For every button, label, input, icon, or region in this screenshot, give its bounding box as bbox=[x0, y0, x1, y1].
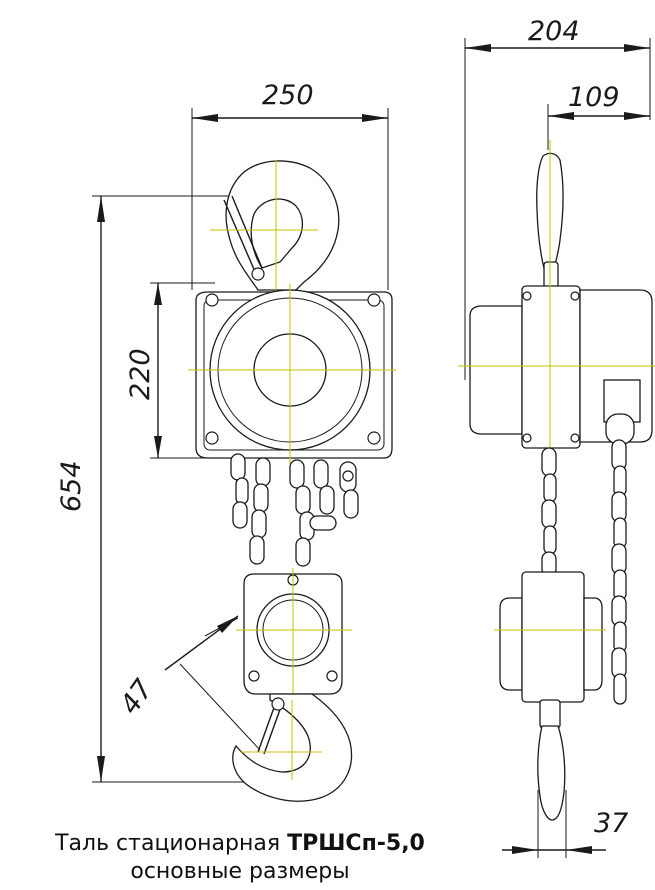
caption-model: ТРШСп-5,0 bbox=[287, 831, 425, 856]
side-hand-chain bbox=[605, 413, 635, 705]
dimension-label-37: 37 bbox=[594, 808, 628, 839]
dimension-37: 37 bbox=[502, 790, 628, 858]
drawing-caption: Таль стационарная ТРШСп-5,0 основные раз… bbox=[0, 830, 480, 886]
caption-title: Таль стационарная ТРШСп-5,0 bbox=[0, 830, 480, 858]
dimension-654: 654 bbox=[56, 195, 300, 783]
front-chains bbox=[230, 453, 359, 567]
dimension-label-204: 204 bbox=[528, 16, 580, 47]
side-load-chain bbox=[541, 447, 557, 577]
dimension-label-109: 109 bbox=[568, 82, 620, 113]
dimension-label-250: 250 bbox=[262, 80, 314, 111]
dimension-109: 109 bbox=[547, 82, 650, 150]
main-housing bbox=[188, 284, 396, 464]
caption-prefix: Таль стационарная bbox=[55, 831, 288, 856]
lower-hook bbox=[232, 693, 353, 802]
caption-subtitle: основные размеры bbox=[130, 859, 350, 884]
dimension-204: 204 bbox=[464, 16, 651, 380]
dimension-47: 47 bbox=[114, 615, 261, 751]
dimension-label-220: 220 bbox=[125, 348, 156, 400]
lower-block bbox=[236, 568, 352, 700]
dimension-250: 250 bbox=[191, 80, 389, 290]
dimension-220: 220 bbox=[125, 282, 215, 459]
dimension-label-47: 47 bbox=[114, 674, 159, 720]
side-lower-block bbox=[494, 571, 606, 821]
upper-hook bbox=[210, 160, 340, 300]
dimension-label-654: 654 bbox=[56, 460, 87, 512]
